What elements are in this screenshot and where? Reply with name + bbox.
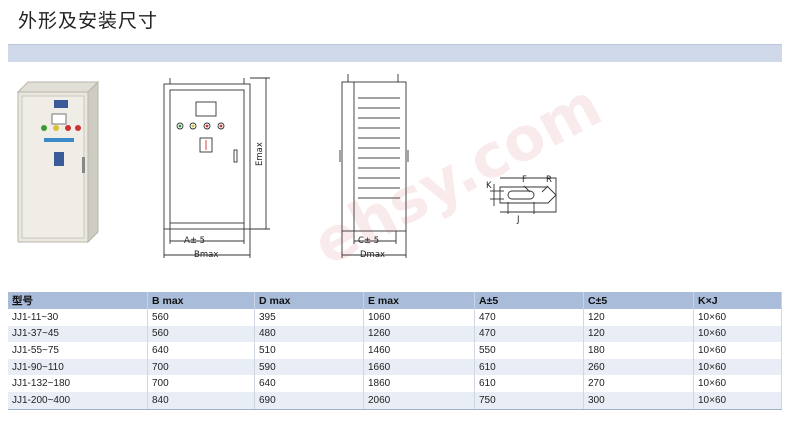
dim-a-label: A± 5 xyxy=(184,236,205,246)
cell-kxj: 10×60 xyxy=(693,342,782,359)
cell-model: JJ1-37~45 xyxy=(8,325,148,343)
cell-bmax: 840 xyxy=(147,391,255,410)
table-row: JJ1-132~180 700 640 1860 610 270 10×60 xyxy=(8,375,782,392)
table-row: JJ1-200~400 840 690 2060 750 300 10×60 xyxy=(8,391,782,410)
cell-bmax: 640 xyxy=(147,342,255,359)
dim-bmax-label: Bmax xyxy=(194,250,218,260)
spec-table: 型号 B max D max E max A±5 C±5 K×J JJ1-11~… xyxy=(8,292,782,410)
col-c: C±5 xyxy=(583,292,694,309)
col-dmax: D max xyxy=(254,292,364,309)
cell-a: 750 xyxy=(474,391,584,410)
cell-model: JJ1-132~180 xyxy=(8,375,148,392)
cell-bmax: 560 xyxy=(147,309,255,326)
cell-emax: 1260 xyxy=(363,325,475,343)
cell-kxj: 10×60 xyxy=(693,325,782,343)
table-header-row: 型号 B max D max E max A±5 C±5 K×J xyxy=(8,292,782,309)
cell-kxj: 10×60 xyxy=(693,391,782,410)
cell-model: JJ1-11~30 xyxy=(8,309,148,326)
cell-emax: 1660 xyxy=(363,358,475,376)
cell-a: 470 xyxy=(474,309,584,326)
dim-dmax-label: Dmax xyxy=(360,250,385,260)
page-title: 外形及安装尺寸 xyxy=(18,10,159,32)
cell-dmax: 480 xyxy=(254,325,364,343)
cell-kxj: 10×60 xyxy=(693,358,782,376)
section-header-bar xyxy=(8,44,782,63)
col-bmax: B max xyxy=(147,292,255,309)
cabinet-photo xyxy=(16,80,100,244)
cell-dmax: 640 xyxy=(254,375,364,392)
dimension-drawings: A± 5 Bmax Emax C± 5 xyxy=(8,62,782,276)
dim-j-label: J xyxy=(516,215,520,225)
dim-f-label: F xyxy=(522,175,527,185)
cell-bmax: 560 xyxy=(147,325,255,343)
drawings-svg: A± 5 Bmax Emax C± 5 xyxy=(16,74,557,260)
col-a: A±5 xyxy=(474,292,584,309)
cell-c: 260 xyxy=(583,358,694,376)
dim-emax-label: Emax xyxy=(255,142,265,166)
cell-c: 270 xyxy=(583,375,694,392)
col-model: 型号 xyxy=(8,292,148,309)
cell-c: 300 xyxy=(583,391,694,410)
cell-kxj: 10×60 xyxy=(693,375,782,392)
dim-k-label: K xyxy=(486,181,492,191)
side-view-drawing xyxy=(339,74,409,258)
front-view-drawing xyxy=(163,77,270,258)
cell-kxj: 10×60 xyxy=(693,309,782,326)
cell-dmax: 510 xyxy=(254,342,364,359)
cell-bmax: 700 xyxy=(147,375,255,392)
col-emax: E max xyxy=(363,292,475,309)
dim-c-label: C± 5 xyxy=(358,236,379,246)
table-row: JJ1-55~75 640 510 1460 550 180 10×60 xyxy=(8,342,782,359)
cell-model: JJ1-200~400 xyxy=(8,391,148,410)
col-kxj: K×J xyxy=(693,292,782,309)
cell-c: 180 xyxy=(583,342,694,359)
table-row: JJ1-37~45 560 480 1260 470 120 10×60 xyxy=(8,325,782,343)
dim-r-label: R xyxy=(546,175,552,185)
cell-emax: 2060 xyxy=(363,391,475,410)
cell-dmax: 690 xyxy=(254,391,364,410)
cell-emax: 1460 xyxy=(363,342,475,359)
cell-a: 470 xyxy=(474,325,584,343)
table-row: JJ1-90~110 700 590 1660 610 260 10×60 xyxy=(8,358,782,376)
cell-dmax: 590 xyxy=(254,358,364,376)
cell-c: 120 xyxy=(583,309,694,326)
cell-emax: 1060 xyxy=(363,309,475,326)
cell-a: 550 xyxy=(474,342,584,359)
cell-model: JJ1-55~75 xyxy=(8,342,148,359)
cell-bmax: 700 xyxy=(147,358,255,376)
cell-c: 120 xyxy=(583,325,694,343)
cell-dmax: 395 xyxy=(254,309,364,326)
table-row: JJ1-11~30 560 395 1060 470 120 10×60 xyxy=(8,309,782,326)
mounting-slot-detail xyxy=(490,177,557,214)
cell-a: 610 xyxy=(474,375,584,392)
cell-model: JJ1-90~110 xyxy=(8,358,148,376)
cell-a: 610 xyxy=(474,358,584,376)
cell-emax: 1860 xyxy=(363,375,475,392)
